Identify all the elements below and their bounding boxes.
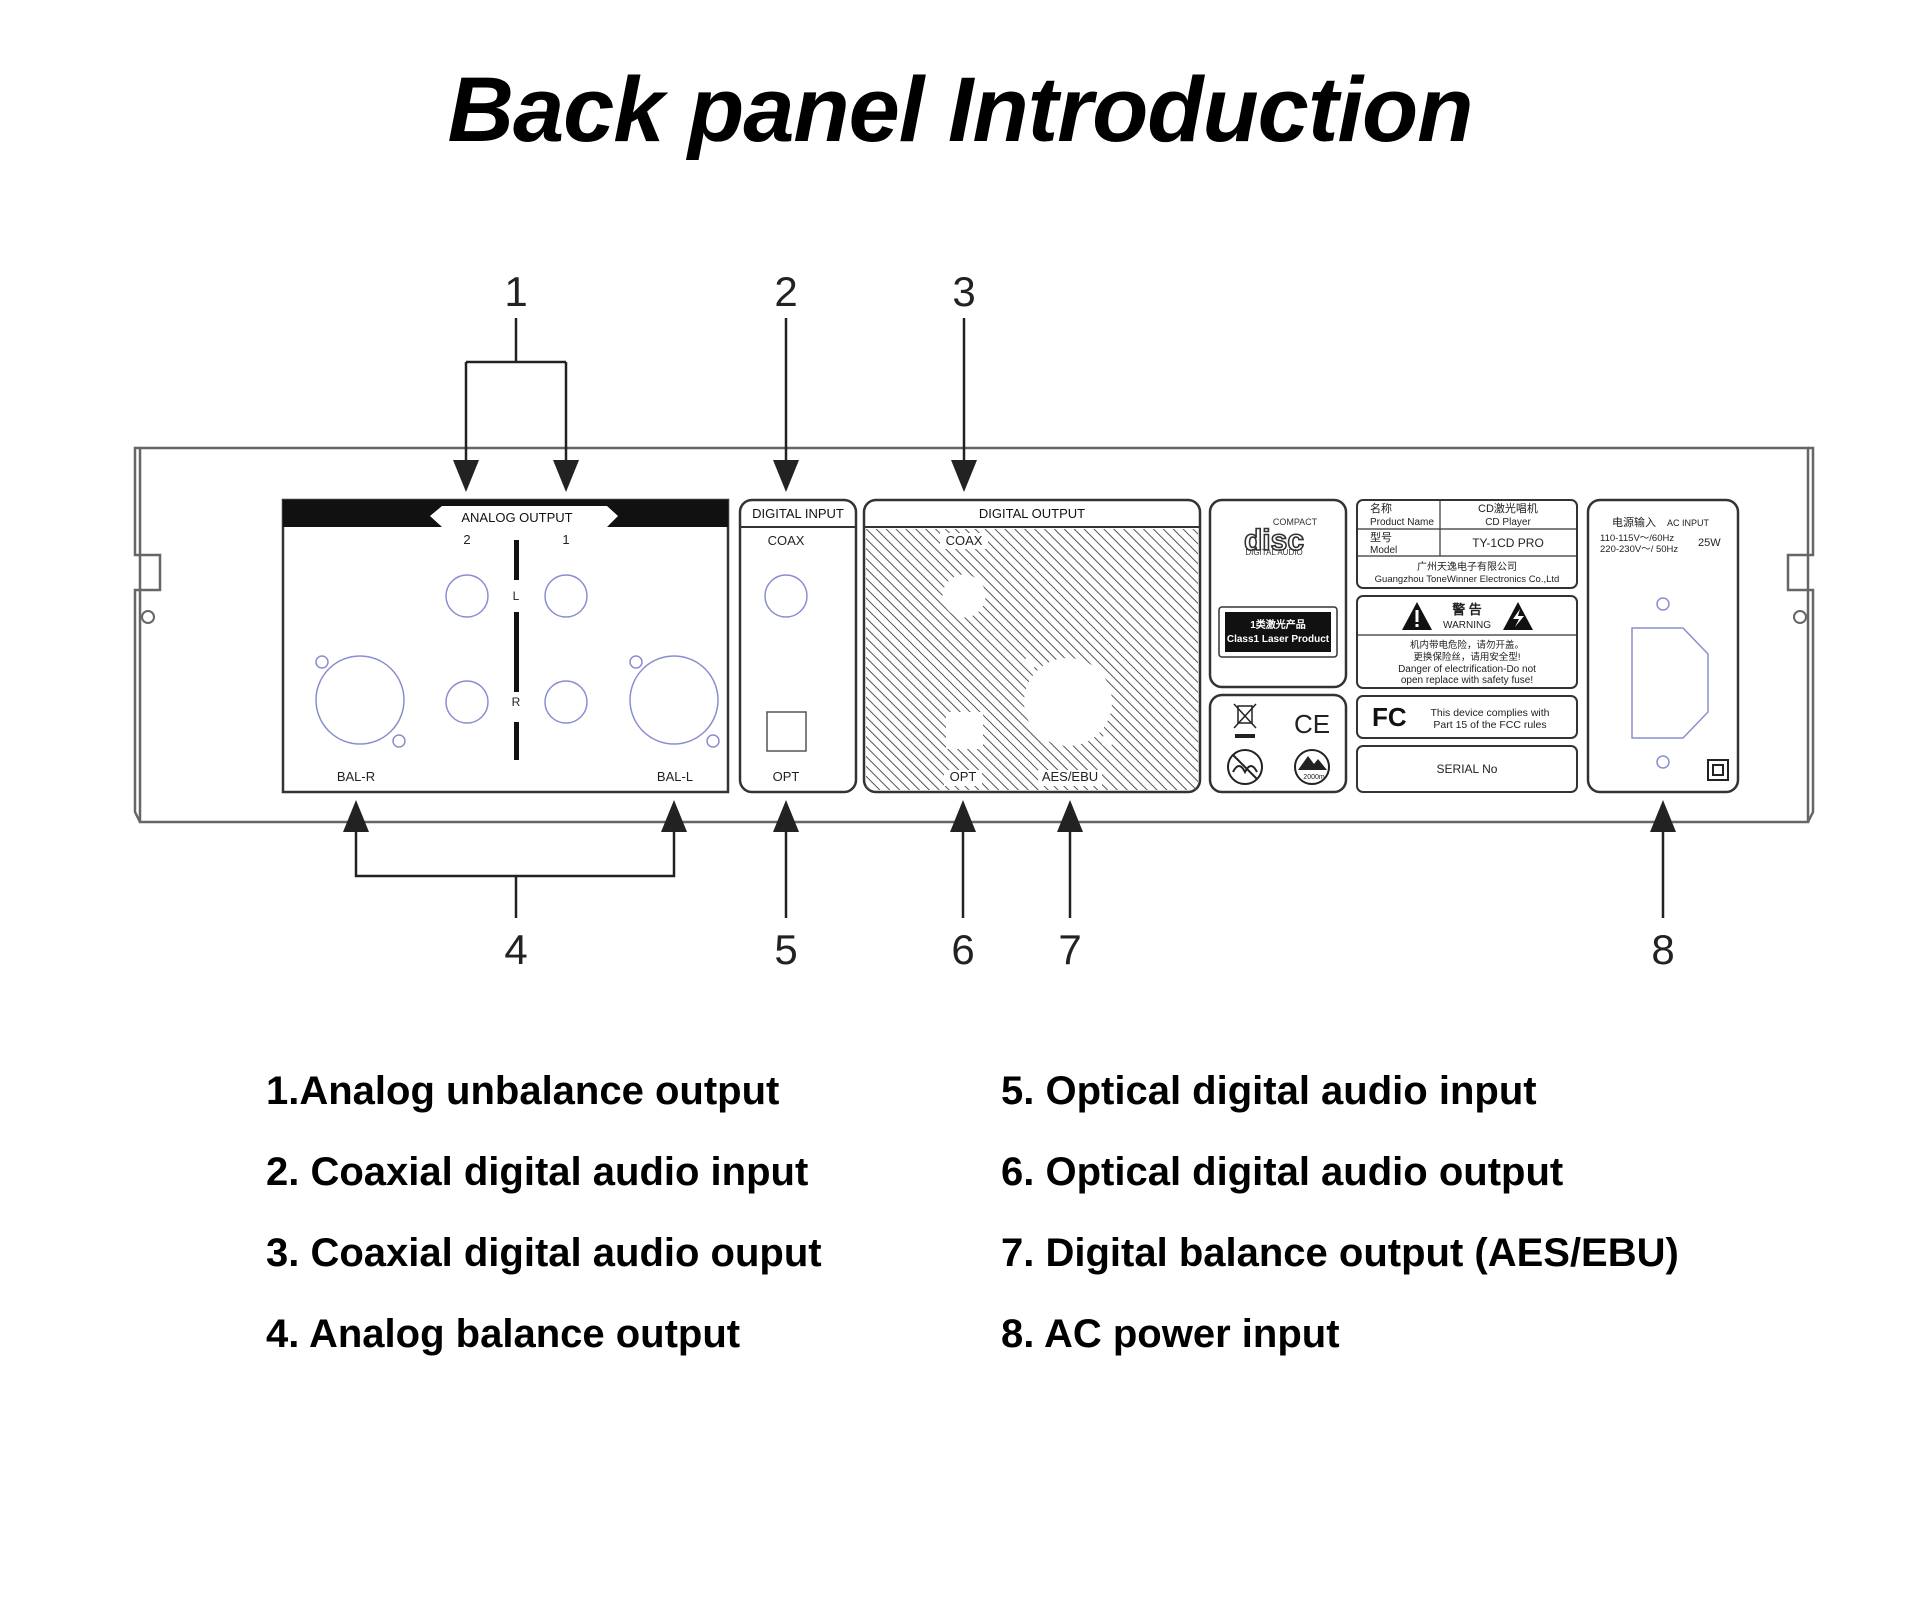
model-value: TY-1CD PRO: [1472, 536, 1544, 550]
coax-input-jack: [764, 574, 808, 618]
callout-2: 2: [774, 268, 797, 315]
optical-output-port: [946, 712, 983, 749]
electric-shock-icon: [1503, 602, 1533, 630]
aes-ebu-jack: [1024, 658, 1112, 746]
company-en: Guangzhou ToneWinner Electronics Co.,Ltd: [1375, 574, 1560, 585]
callout-arrowheads: [343, 460, 1676, 832]
left-rack-ear: [133, 446, 162, 823]
warning-label: 警 告 WARNING 机内带电危险，请勿开盖。 更换保险丝，请用安全型! Da…: [1356, 595, 1578, 689]
rca-1-right-jack: [544, 680, 588, 724]
warning-line-3: Danger of electrification-Do not: [1398, 664, 1536, 675]
left-rack-hole: [141, 610, 155, 624]
page-title: Back panel Introduction: [447, 59, 1474, 161]
warning-line-1: 机内带电危险，请勿开盖。: [1410, 639, 1524, 651]
optical-input-port: [766, 711, 807, 752]
left-channel-label: L: [513, 589, 520, 603]
fcc-line-1: This device complies with: [1430, 707, 1549, 719]
ac-voltage-2: 220-230V～/ 50Hz: [1600, 544, 1678, 555]
legend-item-1: 1.Analog unbalance output: [266, 1069, 780, 1113]
altitude-label: 2000m: [1303, 774, 1325, 781]
aes-ebu-label: AES/EBU: [1042, 769, 1098, 784]
digital-output-label: DIGITAL OUTPUT: [979, 506, 1085, 521]
weee-bin-icon: [1233, 703, 1257, 738]
callout-4: 4: [504, 926, 527, 973]
warning-line-2: 更换保险丝，请用安全型!: [1413, 651, 1520, 663]
warning-cn: 警 告: [1452, 602, 1482, 617]
legend-item-8: 8. AC power input: [1001, 1312, 1340, 1356]
double-insulation-icon: [1707, 759, 1729, 781]
iec-power-socket: [1631, 627, 1709, 739]
serial-label: SERIAL No: [1356, 745, 1578, 793]
legend-item-7: 7. Digital balance output (AES/EBU): [1001, 1231, 1679, 1275]
compact-label: COMPACT: [1273, 517, 1318, 527]
analog-output-label: ANALOG OUTPUT: [461, 510, 572, 525]
bal-r-label: BAL-R: [337, 769, 375, 784]
digital-input-coax-label: COAX: [768, 533, 805, 548]
analog-output-section: ANALOG OUTPUT 2 1 L R BAL-R BAL-L: [281, 498, 730, 794]
right-rack-ear: [1786, 446, 1815, 823]
callout-1: 1: [504, 268, 527, 315]
legend-item-5: 5. Optical digital audio input: [1001, 1069, 1537, 1113]
digital-audio-label: DIGITAL AUDIO: [1245, 548, 1302, 557]
laser-product-en: Class1 Laser Product: [1227, 634, 1330, 645]
legend-item-6: 6. Optical digital audio output: [1001, 1150, 1564, 1194]
channel-1-label: 1: [562, 532, 569, 547]
rca-2-right-jack: [445, 680, 489, 724]
right-rack-hole: [1793, 610, 1807, 624]
model-cn: 型号: [1370, 530, 1392, 544]
serial-text: SERIAL No: [1437, 762, 1498, 776]
ac-input-section: 电源输入 AC INPUT 110-115V～/60Hz 220-230V～/ …: [1586, 498, 1740, 794]
digital-input-section: DIGITAL INPUT COAX OPT: [738, 498, 858, 794]
ce-mark: CE: [1294, 709, 1330, 739]
callout-numbers: 1 2 3 4 5 6 7 8: [504, 268, 1674, 973]
callout-7: 7: [1058, 926, 1081, 973]
ac-input-cn: 电源输入: [1612, 515, 1656, 529]
coax-output-jack: [942, 574, 986, 618]
altitude-icon: 2000m: [1294, 749, 1330, 785]
warning-triangle-icon: [1402, 602, 1432, 630]
digital-output-section: DIGITAL OUTPUT COAX OPT AES/EBU: [862, 498, 1202, 794]
digital-input-opt-label: OPT: [773, 769, 800, 784]
digital-input-label: DIGITAL INPUT: [752, 506, 844, 521]
legend-item-3: 3. Coaxial digital audio ouput: [266, 1231, 822, 1275]
legend-item-2: 2. Coaxial digital audio input: [266, 1150, 809, 1194]
channel-2-label: 2: [463, 532, 470, 547]
rca-2-left-jack: [445, 574, 489, 618]
fcc-label: FC This device complies with Part 15 of …: [1356, 695, 1578, 739]
bal-l-label: BAL-L: [657, 769, 693, 784]
company-cn: 广州天逸电子有限公司: [1417, 560, 1517, 573]
digital-output-opt-label: OPT: [950, 769, 977, 784]
product-info-label: 名称 Product Name CD激光唱机 CD Player 型号 Mode…: [1356, 499, 1578, 589]
warning-en: WARNING: [1443, 620, 1491, 631]
rca-1-left-jack: [544, 574, 588, 618]
product-name-cn: 名称: [1370, 501, 1392, 515]
ac-power-rating: 25W: [1698, 537, 1721, 549]
xlr-bal-l-jack: [629, 655, 719, 745]
warning-line-4: open replace with safety fuse!: [1401, 675, 1533, 686]
model-en: Model: [1370, 545, 1397, 556]
product-name-en: Product Name: [1370, 517, 1434, 528]
callout-6: 6: [951, 926, 974, 973]
callout-lines: [354, 318, 1665, 918]
ac-voltage-1: 110-115V～/60Hz: [1600, 533, 1674, 544]
callout-5: 5: [774, 926, 797, 973]
product-name-value-en: CD Player: [1485, 517, 1531, 528]
fcc-logo: FC: [1372, 702, 1407, 732]
fcc-line-2: Part 15 of the FCC rules: [1433, 719, 1546, 731]
xlr-bal-r-jack: [315, 655, 405, 745]
legend-item-4: 4. Analog balance output: [266, 1312, 741, 1356]
product-name-value-cn: CD激光唱机: [1478, 501, 1538, 515]
ac-input-en: AC INPUT: [1667, 518, 1710, 528]
callout-3: 3: [952, 268, 975, 315]
digital-output-coax-label: COAX: [946, 533, 983, 548]
compliance-logo-panel: COMPACT disc DIGITAL AUDIO 1类激光产品 Class1…: [1208, 498, 1348, 794]
tropical-climate-icon: [1227, 749, 1263, 785]
disc-logo: disc: [1244, 524, 1304, 557]
callout-8: 8: [1651, 926, 1674, 973]
right-channel-label: R: [512, 695, 521, 709]
laser-product-cn: 1类激光产品: [1250, 618, 1306, 631]
